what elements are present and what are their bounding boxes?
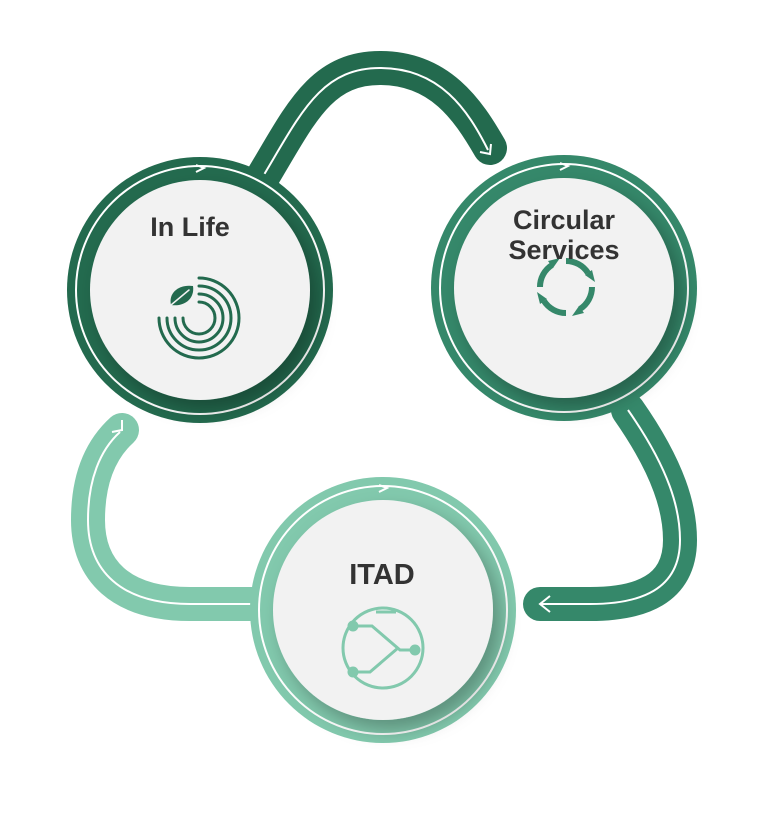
arrowhead-icon [538,595,551,613]
node-label-itad: ITAD [349,559,415,591]
connector-itad-to-inlife [70,413,279,621]
node-circular-services [431,155,697,421]
node-label-in-life: In Life [150,212,230,242]
connector-circular-to-itad [523,393,698,621]
circuit-icon [341,606,425,690]
connector-inlife-to-circular [245,50,507,195]
arrowhead-icon [559,162,571,171]
node-label-circular-services: Circular Services [484,205,644,265]
node-in-life [67,157,333,423]
node-label-line: Services [508,235,620,265]
node-label-line: Circular [512,205,616,235]
arrowhead-icon [195,164,207,173]
arrowhead-icon [479,143,492,156]
refresh-arrows-icon [536,257,596,317]
arrowhead-icon [378,484,390,493]
arrowhead-icon [111,420,123,433]
node-itad [250,477,516,743]
leaf-rings-icon [157,276,241,360]
